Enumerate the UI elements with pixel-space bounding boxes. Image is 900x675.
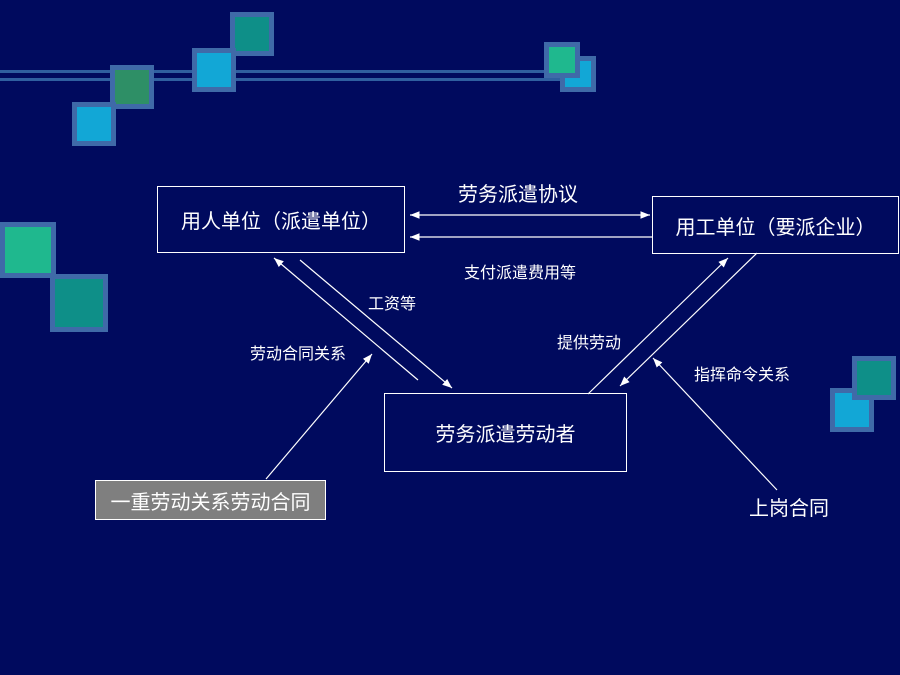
decorative-square [544, 42, 580, 78]
arrow-provide-labor [587, 257, 729, 395]
label-command-relation: 指挥命令关系 [694, 365, 791, 384]
node-post-contract: 上岗合同 [749, 496, 829, 520]
decorative-square [72, 102, 116, 146]
label-provide-labor: 提供劳动 [557, 333, 622, 352]
decorative-line-top [0, 70, 590, 73]
label-labor-relation: 劳动合同关系 [250, 344, 347, 363]
decorative-square [192, 48, 236, 92]
arrow-user-link [619, 252, 758, 387]
label-agreement: 劳务派遣协议 [458, 182, 578, 206]
decorative-square [230, 12, 274, 56]
decorative-line-bottom [0, 78, 590, 81]
node-employer: 用人单位（派遣单位） [157, 186, 405, 253]
arrow-employer-link [273, 257, 419, 381]
arrow-command-relation [652, 357, 778, 491]
arrow-wages [299, 259, 453, 389]
label-pay-fee: 支付派遣费用等 [464, 263, 577, 282]
decorative-square [0, 222, 56, 278]
label-wages: 工资等 [368, 294, 417, 313]
arrow-labor-relation [265, 353, 373, 480]
node-labor-contract: 一重劳动关系劳动合同 [95, 480, 326, 520]
node-worker: 劳务派遣劳动者 [384, 393, 627, 472]
decorative-square [852, 356, 896, 400]
decorative-square [110, 65, 154, 109]
decorative-square [50, 274, 108, 332]
node-user-unit: 用工单位（要派企业） [652, 196, 899, 254]
